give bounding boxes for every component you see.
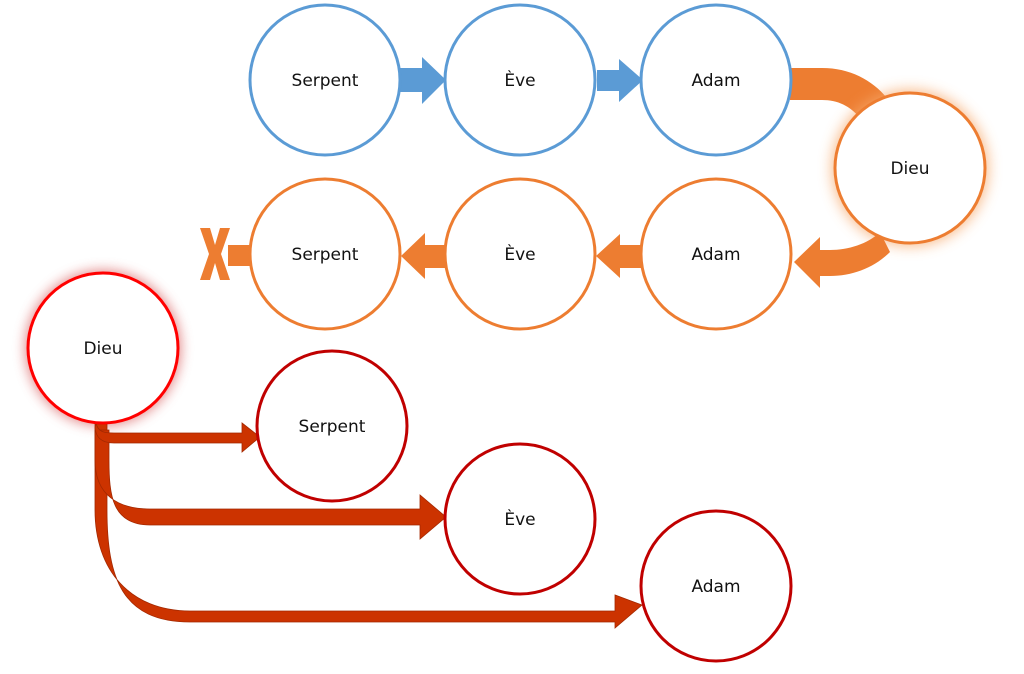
node-r2-adam[interactable]: Adam [639, 177, 793, 331]
arrow-adam-to-eve [596, 234, 643, 278]
node-label: Adam [691, 577, 740, 597]
node-r3-serpent[interactable]: Serpent [255, 349, 409, 503]
arrow-dieu-to-adam-r3 [94, 423, 643, 629]
node-label: Ève [504, 243, 535, 265]
node-r2-eve[interactable]: Ève [443, 177, 597, 331]
node-label: Serpent [299, 417, 366, 437]
blocked-stub [228, 245, 251, 266]
node-dieu-red[interactable]: Dieu [26, 271, 180, 425]
block-x-icon [200, 228, 230, 280]
node-r1-serpent[interactable]: Serpent [248, 3, 402, 157]
node-label: Dieu [890, 159, 929, 179]
arrow-dieu-to-eve-r3 [94, 429, 447, 540]
arrow-serpent-to-eve [400, 57, 446, 104]
arrow-eve-to-adam [597, 59, 643, 102]
arrow-eve-to-serpent [401, 233, 447, 279]
node-label: Serpent [292, 71, 359, 91]
arrow-adam-to-dieu [790, 68, 887, 118]
node-label: Ève [504, 508, 535, 530]
node-r3-eve[interactable]: Ève [443, 442, 597, 596]
node-label: Ève [504, 69, 535, 91]
node-r1-eve[interactable]: Ève [443, 3, 597, 157]
node-dieu-orange[interactable]: Dieu [833, 91, 987, 245]
node-label: Adam [691, 245, 740, 265]
node-label: Dieu [83, 339, 122, 359]
node-r2-serpent[interactable]: Serpent [248, 177, 402, 331]
node-label: Serpent [292, 245, 359, 265]
node-r1-adam[interactable]: Adam [639, 3, 793, 157]
node-label: Adam [691, 71, 740, 91]
arrow-dieu-to-adam [794, 232, 890, 288]
node-r3-adam[interactable]: Adam [639, 509, 793, 663]
arrow-dieu-to-serpent-r3 [94, 422, 261, 453]
